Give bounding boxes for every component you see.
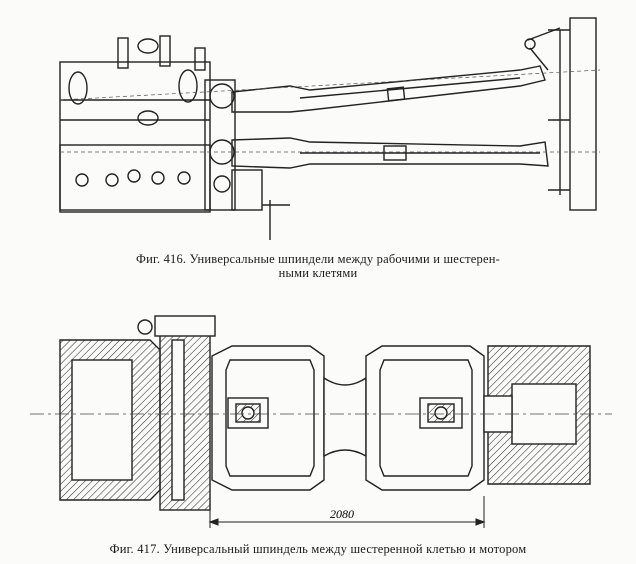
figure-417-drawing: 2080 <box>30 315 612 528</box>
figure-416-drawing <box>59 17 601 240</box>
figure-416-caption-line1: Фиг. 416. Универсальные шпиндели между р… <box>136 252 500 266</box>
figure-417-caption: Фиг. 417. Универсальный шпиндель между ш… <box>109 542 527 556</box>
figure-416-caption-line2: ными клетями <box>278 266 358 280</box>
dimension-label: 2080 <box>330 507 354 521</box>
